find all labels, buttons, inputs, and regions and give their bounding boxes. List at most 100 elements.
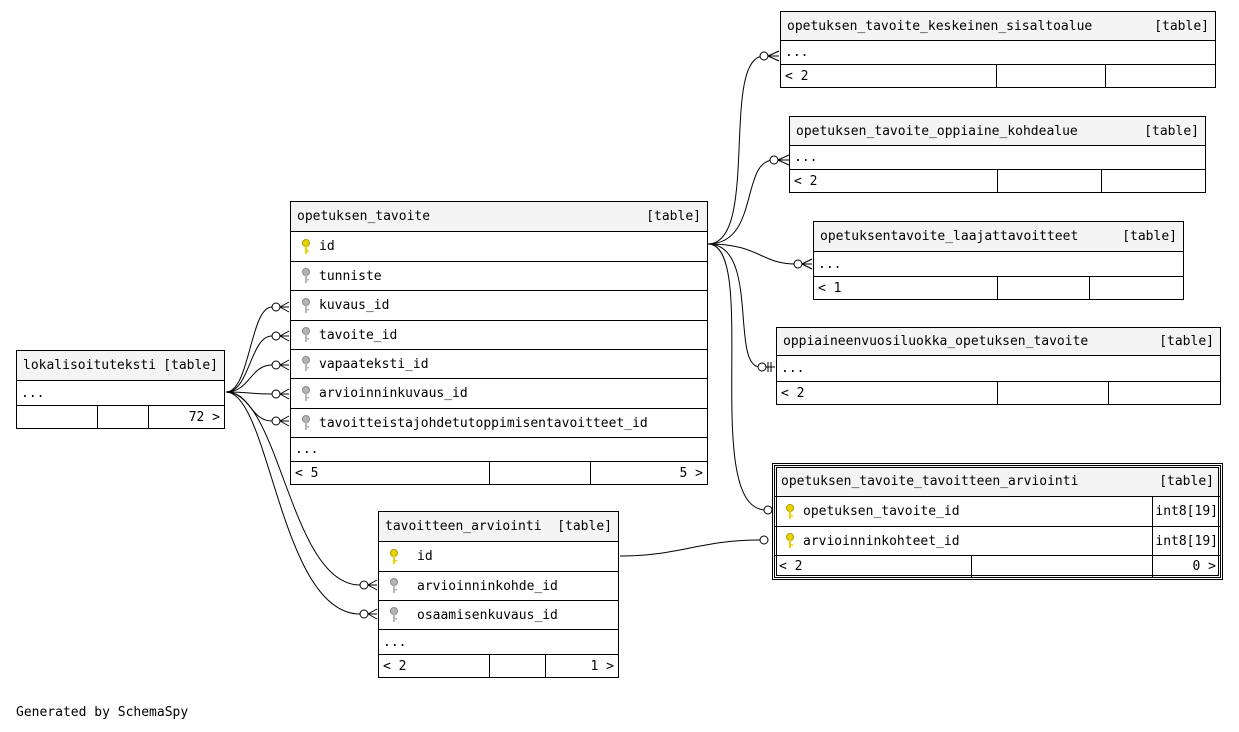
table-header: oppiaineenvuosiluokka_opetuksen_tavoite … <box>777 328 1220 356</box>
edge-tavoitteista <box>225 391 273 422</box>
column-type: int8[19] <box>1152 497 1220 526</box>
parents-count[interactable]: < 2 <box>781 65 997 87</box>
edge-tavarviointi <box>707 243 767 511</box>
foreign-key-icon <box>302 385 310 401</box>
column-row[interactable]: opetuksen_tavoite_id int8[19] <box>775 497 1220 527</box>
table-header: opetuksen_tavoite_oppiaine_kohdealue [ta… <box>790 117 1205 146</box>
primary-key-icon <box>786 533 794 548</box>
column-type: int8[19] <box>1152 527 1220 555</box>
column-row[interactable]: kuvaus_id <box>291 291 707 321</box>
edge-arvioinninkohde <box>225 391 361 586</box>
edge-kohdealue <box>707 159 775 245</box>
column-name: tavoite_id <box>319 327 398 343</box>
primary-key-icon <box>302 238 310 254</box>
table-footer: < 2 1 > <box>379 655 618 677</box>
table-laajattavoitteet[interactable]: opetuksentavoite_laajattavoitteet [table… <box>813 221 1184 300</box>
parents-count[interactable]: < 2 <box>379 655 490 677</box>
column-name: id <box>417 549 433 564</box>
parents-count[interactable] <box>17 406 98 428</box>
children-count[interactable]: 1 > <box>590 658 614 674</box>
column-row[interactable]: tavoite_id <box>291 321 707 350</box>
more-columns: ... <box>781 41 1215 65</box>
foreign-key-icon <box>390 578 398 593</box>
foreign-key-icon <box>302 327 310 342</box>
rows-count <box>972 556 1153 577</box>
parents-count[interactable]: < 1 <box>814 277 998 299</box>
table-name: opetuksen_tavoite <box>297 209 431 224</box>
table-footer: < 2 0 > <box>775 556 1220 577</box>
table-name: opetuksen_tavoite_oppiaine_kohdealue <box>796 123 1078 139</box>
column-row[interactable]: vapaateksti_id <box>291 350 707 379</box>
more-columns: ... <box>777 356 1220 382</box>
primary-key-icon <box>786 503 794 519</box>
table-name: oppiaineenvuosiluokka_opetuksen_tavoite <box>783 334 1089 349</box>
column-row[interactable]: tunniste <box>291 262 707 291</box>
column-name: vapaateksti_id <box>319 356 429 372</box>
edge-vuosiluokka <box>707 243 761 368</box>
foreign-key-icon <box>302 268 310 283</box>
parents-count[interactable]: < 5 <box>291 462 490 484</box>
column-name: arvioinninkohteet_id <box>803 533 960 549</box>
children-count[interactable]: 0 > <box>1192 559 1216 574</box>
rows-count <box>490 655 546 677</box>
column-name: arvioinninkohde_id <box>417 578 558 594</box>
children-count[interactable] <box>1102 170 1205 192</box>
more-columns: ... <box>291 438 707 462</box>
edge-osaamisenkuvaus <box>225 391 361 615</box>
parents-count[interactable]: < 2 <box>775 556 972 577</box>
table-name: lokalisoituteksti <box>23 358 157 373</box>
table-tavoitteen-arviointi[interactable]: tavoitteen_arviointi [table] id arvioinn… <box>378 511 619 678</box>
table-opetuksen-tavoite[interactable]: opetuksen_tavoite [table] id tunniste ku… <box>290 201 708 485</box>
foreign-key-icon <box>302 415 310 430</box>
rows-count <box>998 170 1102 192</box>
table-footer: < 1 <box>814 277 1183 299</box>
column-row[interactable]: osaamisenkuvaus_id <box>379 601 618 630</box>
table-tag: [table] <box>163 358 218 373</box>
table-oppiaine-kohdealue[interactable]: opetuksen_tavoite_oppiaine_kohdealue [ta… <box>789 116 1206 193</box>
table-header: lokalisoituteksti [table] <box>17 351 224 381</box>
table-tag: [table] <box>646 209 701 224</box>
edge-kuvaus <box>225 306 273 393</box>
edge-keskeinen <box>707 55 765 245</box>
column-name: opetuksen_tavoite_id <box>803 504 960 519</box>
column-name: id <box>319 239 335 254</box>
edge-arvioinninkohteet <box>619 539 761 557</box>
more-columns: ... <box>379 630 618 655</box>
table-footer: < 5 5 > <box>291 462 707 484</box>
table-lokalisoituteksti[interactable]: lokalisoituteksti [table] ... 72 > <box>16 350 225 429</box>
column-row[interactable]: tavoitteistajohdetutoppimisentavoitteet_… <box>291 409 707 438</box>
table-tavoite-tavoitteen-arviointi[interactable]: opetuksen_tavoite_tavoitteen_arviointi [… <box>772 463 1223 580</box>
more-columns: ... <box>814 252 1183 277</box>
column-row[interactable]: arvioinninkohde_id <box>379 572 618 601</box>
children-count[interactable]: 5 > <box>679 465 703 481</box>
column-row[interactable]: arvioinninkuvaus_id <box>291 379 707 409</box>
column-name: kuvaus_id <box>319 298 390 313</box>
table-tag: [table] <box>1159 334 1214 349</box>
generated-by-label: Generated by SchemaSpy <box>16 705 189 720</box>
column-row[interactable]: arvioinninkohteet_id int8[19] <box>775 527 1220 556</box>
parents-count[interactable]: < 2 <box>790 170 998 192</box>
children-count[interactable]: 72 > <box>188 409 220 425</box>
table-name: opetuksen_tavoite_tavoitteen_arviointi <box>781 473 1079 489</box>
column-name: tunniste <box>319 268 382 284</box>
table-tag: [table] <box>1144 123 1199 139</box>
column-row[interactable]: id <box>379 542 618 572</box>
foreign-key-icon <box>302 356 310 371</box>
table-tag: [table] <box>1159 473 1214 489</box>
edge-vapaateksti <box>225 364 273 393</box>
table-tag: [table] <box>1154 18 1209 34</box>
table-name: opetuksentavoite_laajattavoitteet <box>820 229 1079 244</box>
children-count[interactable] <box>1106 65 1215 87</box>
foreign-key-icon <box>302 297 310 313</box>
column-name: tavoitteistajohdetutoppimisentavoitteet_… <box>319 415 648 431</box>
table-keskeinen-sisaltoalue[interactable]: opetuksen_tavoite_keskeinen_sisaltoalue … <box>780 11 1216 88</box>
column-row[interactable]: id <box>291 232 707 262</box>
table-footer: < 2 <box>777 382 1220 404</box>
parents-count[interactable]: < 2 <box>777 382 998 404</box>
children-count[interactable] <box>1090 277 1183 299</box>
rows-count <box>998 277 1090 299</box>
table-tag: [table] <box>1122 229 1177 244</box>
children-count[interactable] <box>1109 382 1220 404</box>
table-vuosiluokka-tavoite[interactable]: oppiaineenvuosiluokka_opetuksen_tavoite … <box>776 327 1221 405</box>
more-columns: ... <box>790 146 1205 170</box>
